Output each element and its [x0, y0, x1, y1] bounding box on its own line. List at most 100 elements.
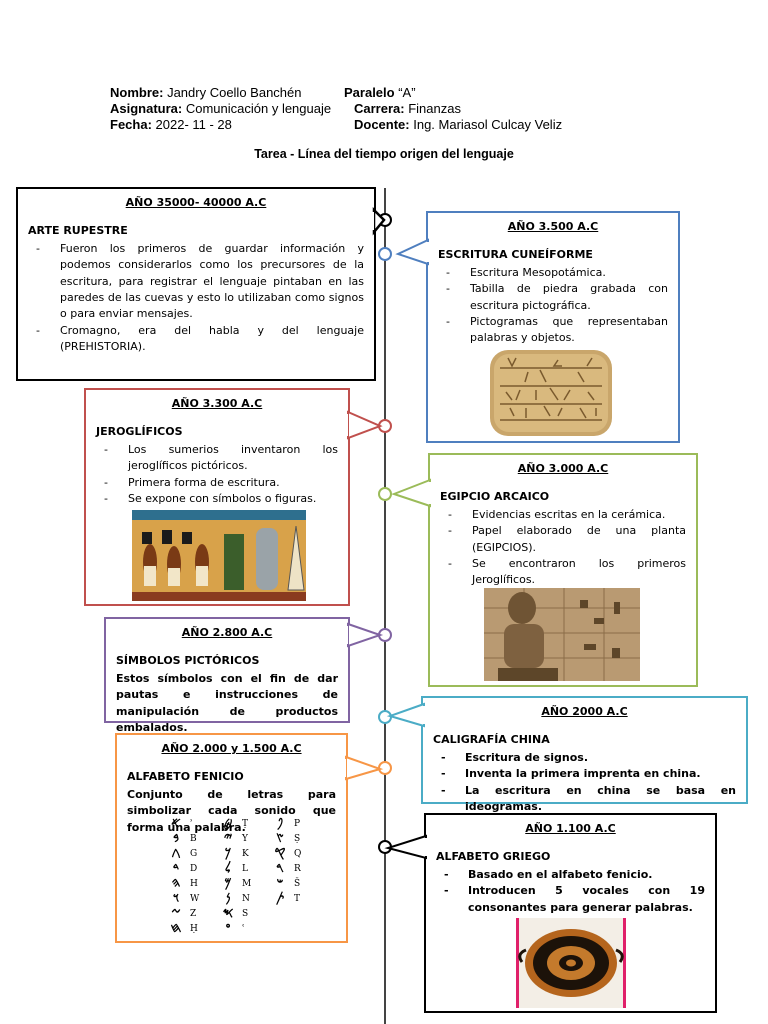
bullet-list: Escritura Mesopotámica. Tabilla de piedr…	[438, 265, 668, 347]
callout-tail	[386, 702, 427, 728]
list-item: La escritura en china se basa en ideogra…	[433, 783, 736, 816]
callout-tail	[391, 478, 433, 508]
name-line: Nombre: Jandry Coello Banchén	[110, 85, 301, 100]
bullet-list: Basado en el alfabeto fenicio. Introduce…	[436, 867, 705, 916]
phoenician-latin: Y	[242, 833, 248, 844]
name-value: Jandry Coello Banchén	[163, 85, 302, 100]
callout-caligrafia-china: AÑO 2000 A.C CALIGRAFÍA CHINA Escritura …	[421, 696, 748, 813]
list-item: Primera forma de escritura.	[96, 475, 338, 492]
egyptian-relief-image	[484, 588, 640, 681]
year-heading: AÑO 3.000 A.C	[517, 462, 609, 475]
fecha-label: Fecha:	[110, 117, 152, 132]
phoenician-latin: N	[242, 893, 250, 904]
callout-tail	[395, 238, 431, 266]
list-item: Se encontraron los primeros Jeroglíficos…	[440, 556, 686, 589]
phoenician-latin: Z	[190, 908, 197, 919]
phoenician-glyph: 𐤊	[224, 846, 232, 861]
phoenician-glyph: 𐤋	[224, 861, 232, 876]
list-item: Introducen 5 vocales con 19 consonantes …	[436, 883, 705, 916]
phoenician-glyph: 𐤆	[171, 906, 181, 921]
timeline-dot-egipcio	[378, 487, 392, 501]
paralelo-value: “A”	[394, 85, 416, 100]
list-item: Pictogramas que representaban palabras y…	[438, 314, 668, 347]
callout-egipcio-arcaico: AÑO 3.000 A.C EGIPCIO ARCAICO Evidencias…	[428, 453, 698, 687]
carrera-line: Carrera: Finanzas	[354, 101, 461, 116]
asignatura-line: Asignatura: Comunicación y lenguaje	[110, 101, 331, 116]
phoenician-glyph: 𐤑	[276, 831, 284, 846]
greek-kylix-image	[516, 918, 626, 1008]
phoenician-glyph: 𐤈	[223, 816, 233, 831]
list-item: Basado en el alfabeto fenicio.	[436, 867, 705, 884]
phoenician-latin: P	[294, 818, 301, 829]
phoenician-latin: M	[242, 878, 252, 889]
timeline-axis	[384, 188, 386, 1024]
asignatura-value: Comunicación y lenguaje	[182, 101, 332, 116]
year-heading: AÑO 2.800 A.C	[181, 626, 273, 639]
subtitle: ALFABETO GRIEGO	[436, 850, 551, 864]
docente-value: Ing. Mariasol Culcay Veliz	[409, 117, 563, 132]
year-heading: AÑO 1.100 A.C	[525, 822, 616, 835]
phoenician-latin: Q	[294, 848, 302, 859]
phoenician-glyph: 𐤁	[172, 831, 180, 846]
callout-alfabeto-fenicio: AÑO 2.000 y 1.500 A.C ALFABETO FENICIO C…	[115, 733, 348, 943]
bullet-list: Fueron los primeros de guardar informaci…	[28, 241, 364, 356]
list-item: Se expone con símbolos o figuras.	[96, 491, 338, 508]
phoenician-glyph: 𐤐	[276, 816, 284, 831]
year-heading: AÑO 3.500 A.C	[507, 220, 599, 233]
phoenician-latin: H	[190, 878, 198, 889]
phoenician-glyph: 𐤅	[172, 891, 180, 906]
list-item: Escritura de signos.	[433, 750, 736, 767]
name-label: Nombre:	[110, 85, 164, 100]
cuneiform-tablet-image	[490, 350, 612, 436]
year-heading: AÑO 35000- 40000 A.C	[125, 196, 267, 209]
carrera-value: Finanzas	[404, 101, 461, 116]
callout-tail	[344, 622, 384, 648]
phoenician-latin: Ṭ	[242, 818, 249, 829]
docente-label: Docente:	[354, 117, 410, 132]
list-item: Fueron los primeros de guardar informaci…	[28, 241, 364, 323]
carrera-label: Carrera:	[354, 101, 405, 116]
phoenician-latin: T	[294, 893, 301, 904]
phoenician-latin: G	[190, 848, 198, 859]
subtitle: ALFABETO FENICIO	[127, 770, 244, 784]
phoenician-latin: ʿ	[242, 923, 245, 934]
phoenician-glyph: 𐤔	[276, 876, 284, 891]
phoenician-latin: Ḥ	[190, 923, 198, 934]
callout-arte-rupestre: AÑO 35000- 40000 A.C ARTE RUPESTRE Fuero…	[16, 187, 376, 381]
phoenician-glyph: 𐤇	[170, 921, 182, 936]
phoenician-latin: Ṣ	[294, 833, 301, 844]
phoenician-latin: ʾ	[190, 818, 193, 829]
list-item: Tabilla de piedra grabada con escritura …	[438, 281, 668, 314]
fecha-value: 2022- 11 - 28	[151, 117, 232, 132]
page-title: Tarea - Línea del tiempo origen del leng…	[254, 147, 514, 161]
callout-tail	[342, 755, 384, 781]
phoenician-glyph: 𐤏	[225, 921, 231, 936]
bullet-list: Escritura de signos. Inventa la primera …	[433, 750, 736, 816]
phoenician-glyph: 𐤌	[224, 876, 232, 891]
bullet-list: Evidencias escritas en la cerámica. Pape…	[440, 507, 686, 589]
callout-tail	[370, 206, 386, 236]
phoenician-glyph: 𐤂	[171, 846, 181, 861]
callout-tail	[344, 410, 383, 440]
year-heading: AÑO 2.000 y 1.500 A.C	[161, 742, 302, 755]
phoenician-glyph: 𐤓	[276, 861, 284, 876]
callout-escritura-cuneiforme: AÑO 3.500 A.C ESCRITURA CUNEÍFORME Escri…	[426, 211, 680, 443]
list-item: Cromagno, era del habla y del lenguaje (…	[28, 323, 364, 356]
